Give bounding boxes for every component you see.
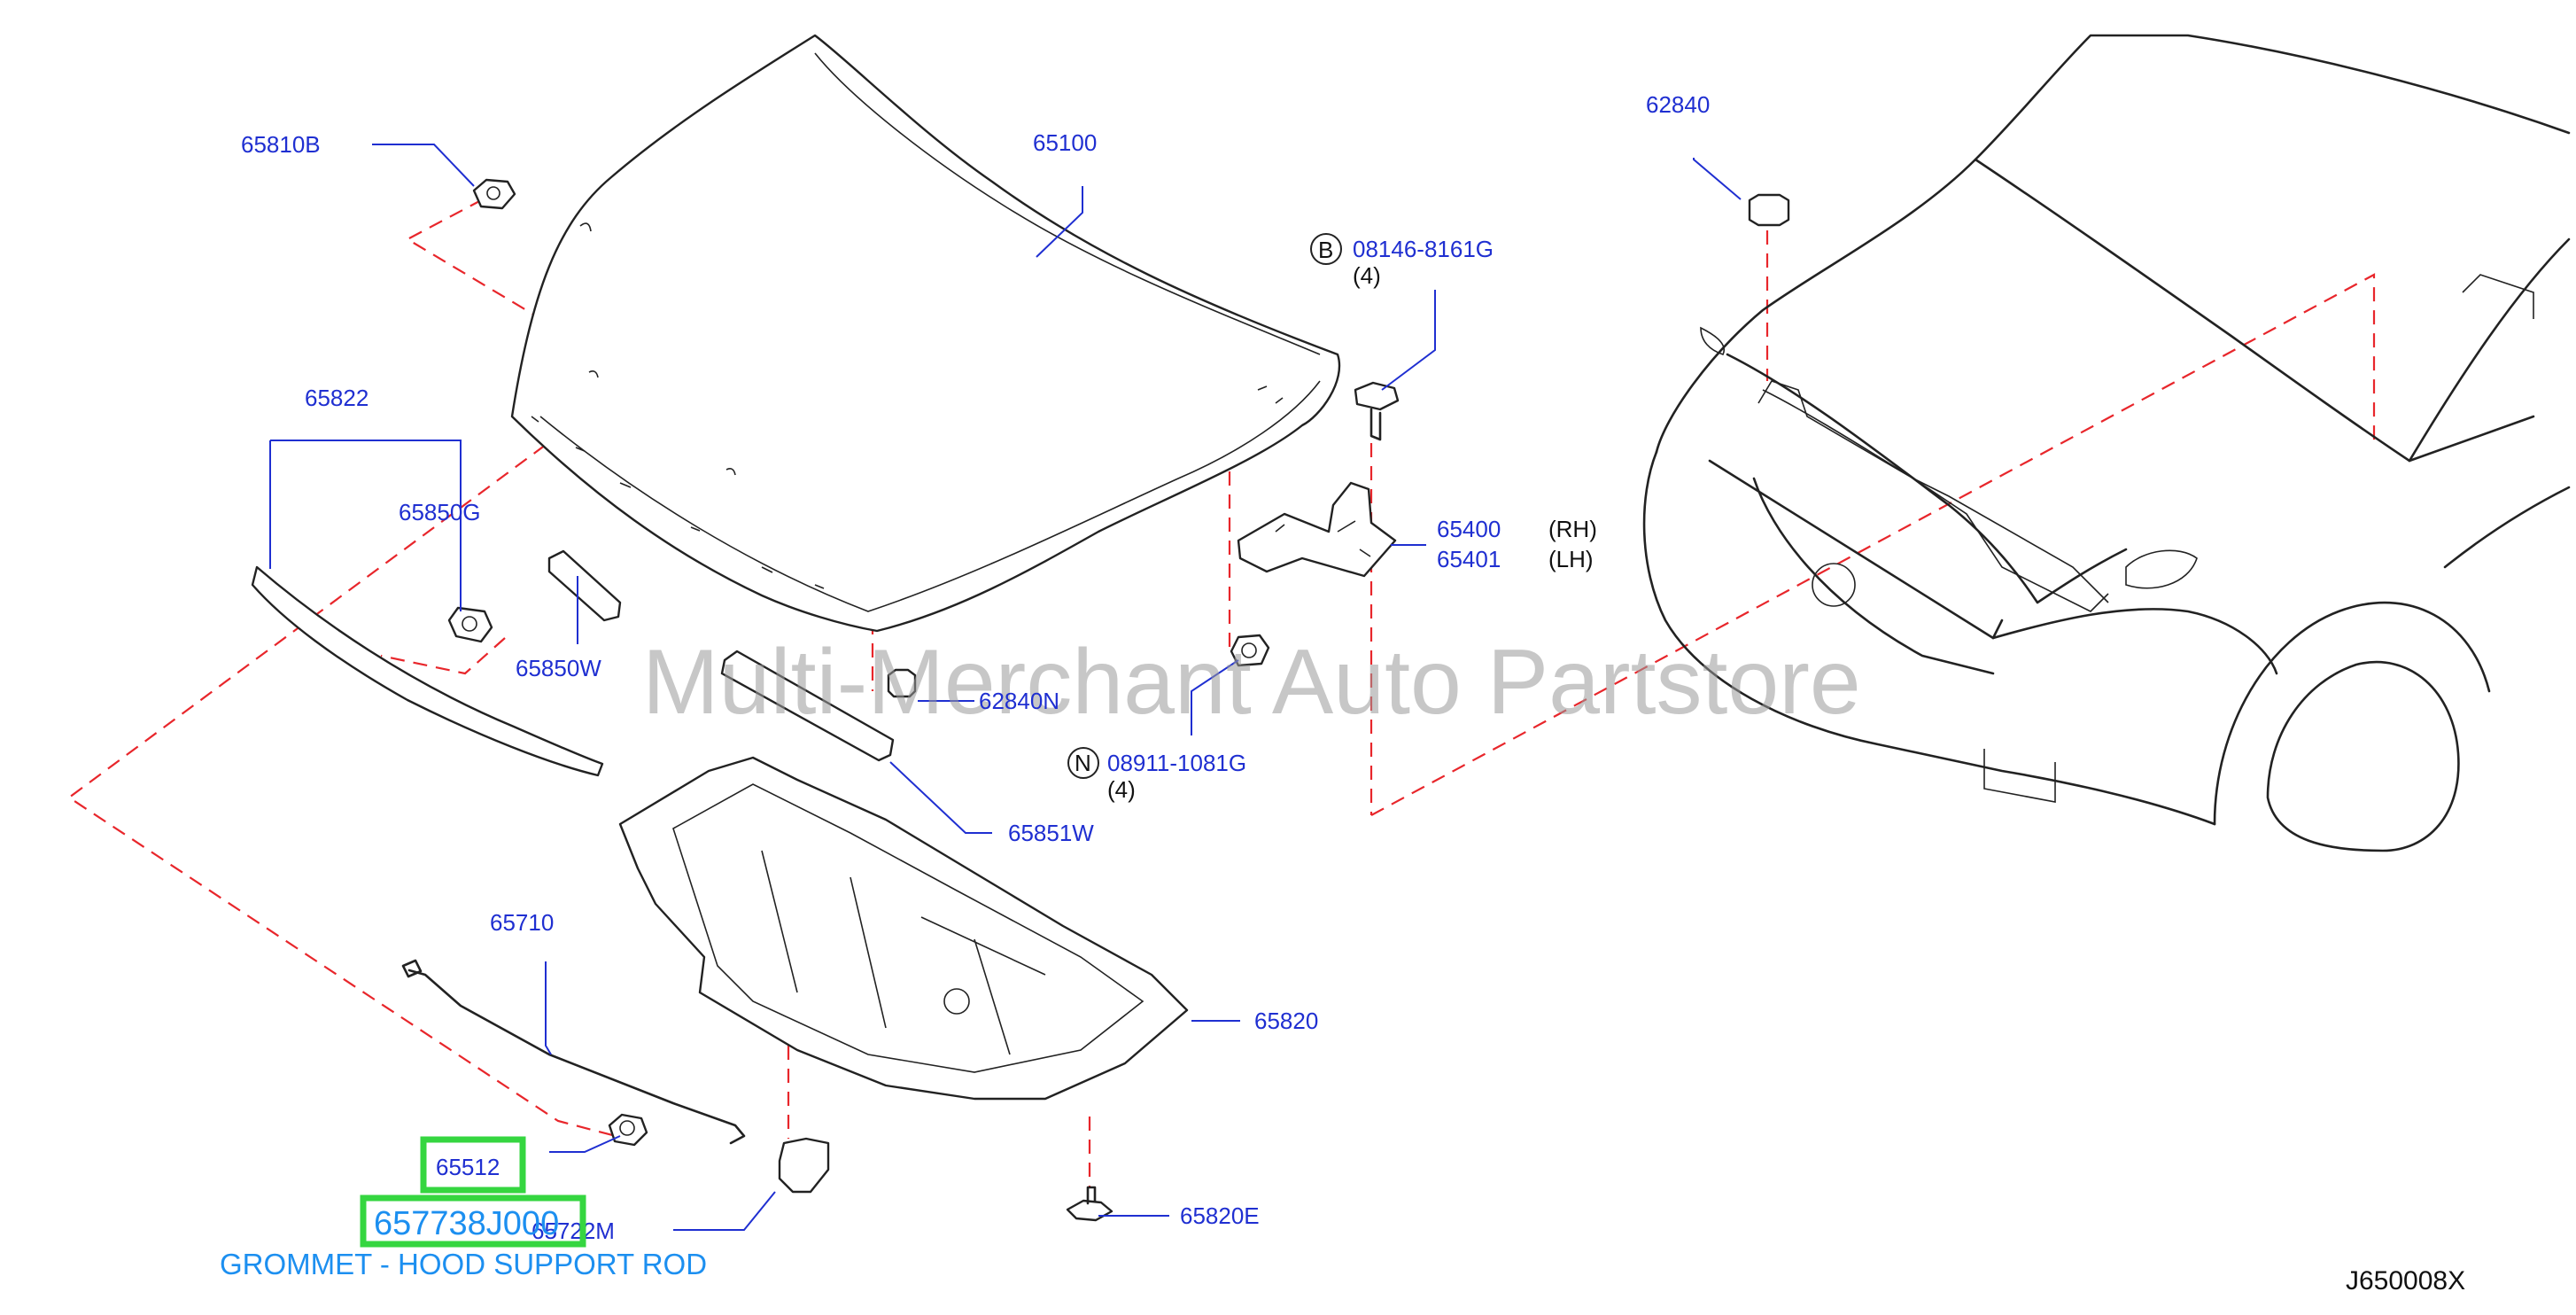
circle-b: [1310, 233, 1342, 265]
label-65512[interactable]: 65512: [436, 1154, 500, 1180]
hood-insulator[interactable]: [618, 756, 1189, 1101]
hood-panel[interactable]: [510, 34, 1340, 633]
hood-support-rod[interactable]: [401, 959, 746, 1145]
label-65710[interactable]: 65710: [490, 909, 554, 936]
bumper-62840[interactable]: [1748, 193, 1790, 227]
label-08146-8161G[interactable]: 08146-8161G: [1353, 236, 1494, 262]
label-65822[interactable]: 65822: [305, 385, 369, 411]
selected-part-number[interactable]: 657738J000: [374, 1205, 559, 1242]
label-65851W[interactable]: 65851W: [1008, 820, 1094, 846]
clip-65850G[interactable]: [447, 606, 493, 643]
label-62840N[interactable]: 62840N: [979, 688, 1059, 714]
highlight-65512[interactable]: 65512: [420, 1136, 526, 1194]
label-08911-1081G[interactable]: 08911-1081G: [1107, 750, 1246, 776]
clip-65810B[interactable]: [472, 178, 516, 210]
grommet-65512[interactable]: [608, 1113, 648, 1147]
label-65850W[interactable]: 65850W: [516, 655, 601, 681]
label-rh: (RH): [1548, 516, 1597, 542]
label-lh: (LH): [1548, 546, 1594, 572]
hood-hinge[interactable]: [1237, 481, 1397, 578]
circle-n-letter: N: [1075, 750, 1091, 776]
label-62840[interactable]: 62840: [1646, 91, 1710, 118]
label-65722M[interactable]: 65722M: [531, 1218, 615, 1244]
hood-front-seal[interactable]: [251, 565, 604, 777]
label-65820[interactable]: 65820: [1254, 1008, 1318, 1034]
circle-b-letter: B: [1318, 237, 1333, 263]
circle-n: [1067, 747, 1099, 779]
leader-lines: [269, 144, 1742, 1231]
bolt-08146-8161G[interactable]: [1354, 381, 1400, 441]
qty-08146: (4): [1353, 262, 1381, 289]
watermark: Multi-Merchant Auto Partstore: [642, 631, 1861, 734]
label-65400[interactable]: 65400: [1437, 516, 1501, 542]
callout-labels: 65810B 65100 62840 B 08146-8161G (4) 658…: [241, 91, 1710, 1244]
label-65100[interactable]: 65100: [1033, 129, 1097, 156]
vehicle-front-view: [1642, 34, 2571, 852]
rod-holder-65722M[interactable]: [778, 1137, 830, 1194]
seal-65851W[interactable]: [720, 650, 895, 762]
label-65820E[interactable]: 65820E: [1180, 1202, 1260, 1229]
selected-part[interactable]: 657738J000: [360, 1194, 586, 1248]
selected-part-description: GROMMET - HOOD SUPPORT ROD: [220, 1248, 707, 1280]
nut-08911-1081G[interactable]: [1230, 634, 1270, 667]
seal-65850W[interactable]: [547, 549, 622, 622]
label-65401[interactable]: 65401: [1437, 546, 1501, 572]
label-65810B[interactable]: 65810B: [241, 131, 321, 158]
label-65850G[interactable]: 65850G: [399, 499, 481, 525]
bumper-62840N[interactable]: [887, 668, 917, 698]
qty-08911: (4): [1107, 776, 1136, 803]
diagram-code: J650008X: [2346, 1266, 2465, 1296]
